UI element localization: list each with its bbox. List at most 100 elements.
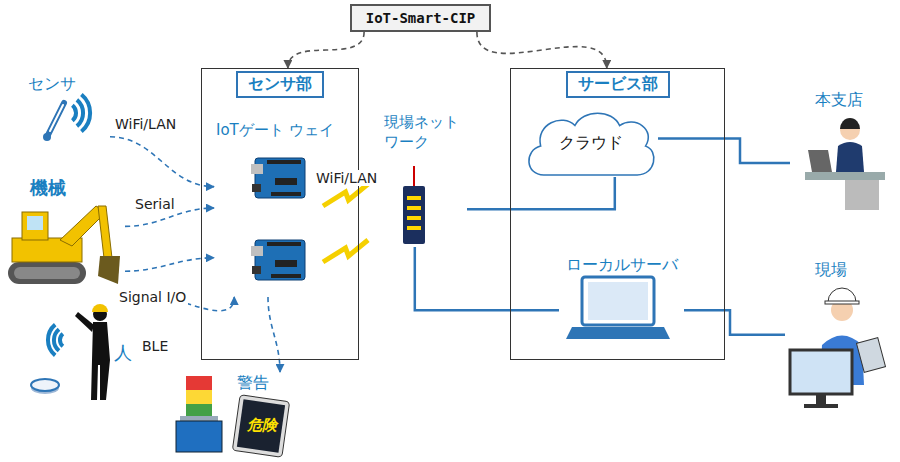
excavator-part [14, 267, 80, 279]
sensor-icon-part [72, 105, 76, 120]
excavator [8, 206, 120, 284]
alert-node: 警告危険 [165, 372, 290, 460]
worker-silhouette-part [91, 322, 110, 400]
warning-lamp-part [176, 421, 222, 452]
gateway-group: IoTゲート ウェイ [214, 119, 349, 297]
node-label: 警告 [237, 373, 269, 394]
site-node: 現場 [785, 258, 895, 418]
section-box: センサ部 IoTゲート ウェイ [201, 68, 359, 360]
arduino-board-part [275, 178, 297, 185]
edge-label: Serial [133, 196, 177, 212]
node-label: サービス部 [566, 71, 670, 98]
edge-label: WiFi/LAN [314, 170, 379, 186]
router-icon-part [403, 186, 425, 244]
excavator-part [8, 262, 86, 284]
arduino-board-part [252, 266, 261, 274]
sensor-node: センサ [20, 72, 110, 144]
wireless-link [323, 184, 368, 262]
arduino-board [251, 158, 305, 198]
network-line [467, 177, 615, 209]
laptop-icon-part [582, 277, 654, 325]
node-label: クラウド [523, 133, 658, 154]
dashed-arrow [268, 297, 280, 372]
node-label: 現場 [815, 260, 847, 281]
arduino-board-part [251, 246, 263, 256]
node-label: 人 [114, 341, 132, 365]
worker-silhouette [31, 304, 110, 400]
office-worker-part [840, 118, 860, 129]
person-node: 人 [25, 305, 135, 405]
excavator-part [22, 212, 48, 240]
router-icon-part [407, 206, 421, 210]
office-worker-part [845, 180, 879, 210]
worker-silhouette-part [48, 325, 55, 356]
arduino-board-part [267, 242, 301, 246]
site-worker-part [856, 338, 885, 373]
worker-silhouette-part [60, 334, 63, 346]
network-line [684, 310, 785, 335]
arduino-board-part [251, 164, 263, 174]
node-label: ローカルサーバ [559, 255, 684, 276]
sensor-icon-part [77, 100, 83, 126]
sensor-icon-part [81, 95, 90, 132]
dashed-arrow [477, 32, 607, 68]
node-label: 機械 [30, 176, 66, 200]
machine-node: 機械 [5, 176, 125, 288]
laptop-icon-part [566, 327, 670, 339]
cloud-node: クラウド [523, 107, 658, 177]
warning-lamp-part [186, 390, 212, 404]
router-icon [403, 166, 425, 244]
site-worker-part [816, 394, 826, 404]
system-title-box: IoT-Smart-CIP [350, 4, 491, 32]
excavator-part [27, 216, 43, 230]
router-icon-part [407, 196, 421, 200]
node-label: 危険 [247, 416, 277, 435]
tablet-icon [232, 395, 289, 457]
arduino-board [251, 240, 305, 280]
excavator-part [98, 206, 112, 258]
edge-label: BLE [140, 338, 170, 354]
node-label: 現場ネット ワーク [384, 112, 464, 153]
sensor-icon [43, 95, 90, 142]
local-server: ローカルサーバ [559, 255, 684, 347]
excavator-part [98, 256, 120, 284]
node-label: IoTゲート ウェイ [216, 121, 334, 140]
arduino-board-part [252, 184, 261, 192]
network-line [658, 139, 790, 164]
site-worker-part [804, 404, 838, 408]
sensor-icon-part [50, 105, 63, 131]
warning-lamp-part [186, 376, 212, 390]
edge-label: Signal I/O [117, 289, 188, 305]
warning-lamp [176, 376, 222, 452]
office-worker [805, 118, 885, 210]
router-icon-part [407, 226, 421, 230]
office-worker-part [808, 150, 832, 172]
worker-silhouette-part [31, 379, 59, 391]
arduino-board-part [275, 260, 297, 267]
site-worker-part [825, 301, 859, 304]
section-box: サービス部クラウドローカルサーバ [510, 68, 725, 360]
office-worker-part [805, 172, 885, 180]
office-worker-part [836, 142, 864, 172]
arduino-board-part [267, 160, 301, 164]
sensor-icon-part [43, 133, 51, 141]
worker-silhouette-part [92, 304, 108, 312]
laptop-icon [566, 277, 670, 339]
site-worker-part [828, 288, 856, 302]
site-worker-part [790, 350, 852, 394]
arduino-board-part [271, 192, 301, 196]
network-line [415, 247, 559, 310]
dashed-arrow [288, 32, 364, 68]
head-office-node: 本支店 [790, 88, 892, 213]
node-label: センサ部 [236, 71, 324, 98]
laptop-icon-part [588, 282, 648, 320]
site-worker [790, 288, 886, 408]
tablet-icon-part [232, 395, 289, 457]
node-label: センサ [28, 74, 76, 95]
edge-label: WiFi/LAN [113, 116, 178, 132]
tablet-icon-part [237, 399, 285, 452]
router-icon-part [407, 216, 421, 220]
router-icon-part [413, 166, 415, 186]
